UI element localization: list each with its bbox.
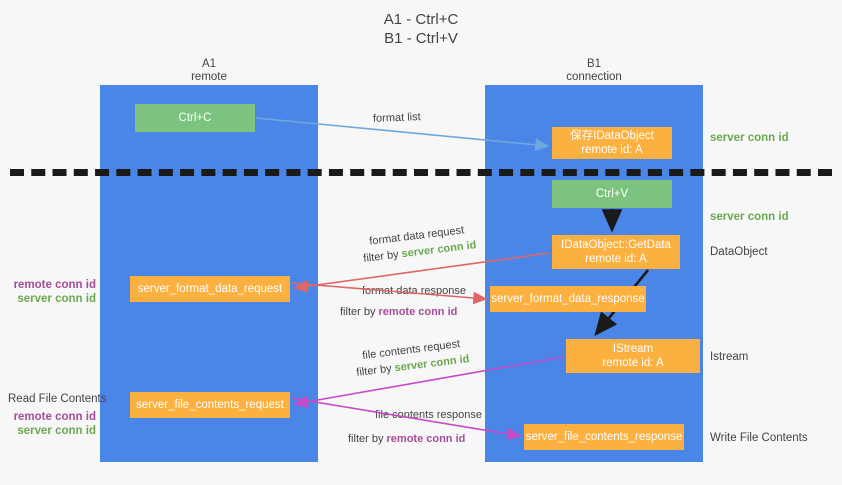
node-idataobject[interactable]: 保存IDataObject remote id: A — [552, 127, 672, 159]
column-header-a1: A1 remote — [191, 58, 227, 83]
node-ctrl-v[interactable]: Ctrl+V — [552, 180, 672, 208]
column-header-b1: B1 connection — [566, 58, 622, 83]
node-server-format-data-request[interactable]: server_format_data_request — [130, 276, 290, 302]
label-write-file-contents: Write File Contents — [710, 432, 808, 444]
filter-value-remote-conn-id: remote conn id — [386, 433, 466, 445]
filter-prefix-text: filter by — [355, 362, 396, 379]
label-dataobject: DataObject — [710, 246, 768, 258]
node-server-format-data-response[interactable]: server_format_data_response — [490, 286, 646, 312]
node-ctrl-c[interactable]: Ctrl+C — [135, 104, 255, 132]
label-read-file-contents: Read File Contents — [8, 393, 107, 405]
edge-label-format-data-response: format data response — [362, 285, 466, 297]
filter-value-remote-conn-id: remote conn id — [378, 306, 458, 318]
edge-label-file-contents-response-filter: filter by remote conn id — [348, 432, 465, 446]
label-server-conn-id-mid: server conn id — [710, 211, 789, 223]
node-server-file-contents-request[interactable]: server_file_contents_request — [130, 392, 290, 418]
label-remote-conn-id-1: remote conn id — [13, 279, 96, 291]
node-istream[interactable]: IStream remote id: A — [566, 339, 700, 373]
label-group-conn-ids-top: remote conn id server conn id — [8, 278, 96, 306]
filter-prefix-text: filter by — [340, 306, 379, 318]
label-server-conn-id-2: server conn id — [17, 425, 96, 437]
page-title: A1 - Ctrl+C B1 - Ctrl+V — [383, 11, 459, 47]
label-server-conn-id-1: server conn id — [17, 293, 96, 305]
edge-label-format-list: format list — [372, 111, 421, 125]
filter-prefix-text: filter by — [348, 433, 387, 445]
edge-label-file-contents-response: file contents response — [375, 409, 483, 421]
label-istream: Istream — [710, 351, 749, 363]
edge-label-format-data-response-filter: filter by remote conn id — [340, 305, 457, 319]
label-server-conn-id-top: server conn id — [710, 132, 789, 144]
label-group-conn-ids-bottom: remote conn id server conn id — [8, 410, 96, 438]
filter-prefix-text: filter by — [362, 248, 403, 265]
label-remote-conn-id-2: remote conn id — [13, 411, 96, 423]
node-server-file-contents-response[interactable]: server_file_contents_response — [524, 424, 684, 450]
node-idataobject-getdata[interactable]: IDataObject::GetData remote id: A — [552, 235, 680, 269]
dashed-divider — [10, 169, 832, 176]
